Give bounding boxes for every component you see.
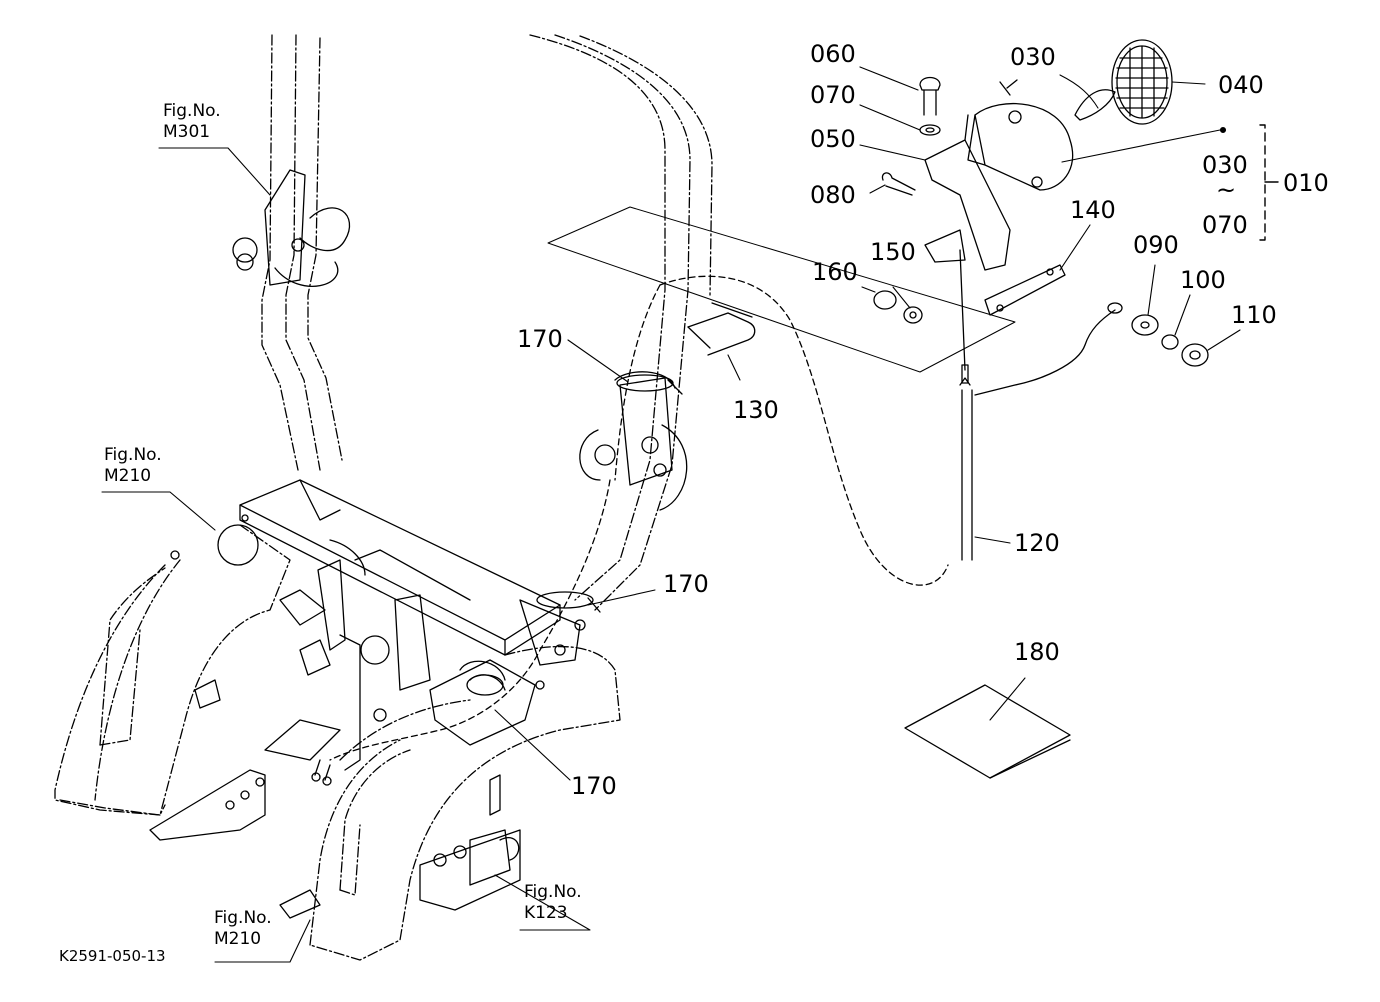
rear-frame: [170, 479, 586, 771]
label-100: 100: [1180, 266, 1226, 294]
manual-180: [904, 684, 1071, 779]
rops-right-post: [529, 34, 713, 611]
label-030: 030: [1010, 43, 1056, 71]
lamp-bracket-050: [924, 114, 1011, 271]
fig-ref-m210-bottom: Fig.No. M210: [214, 908, 272, 951]
leader-lines: [101, 66, 1241, 963]
work-lamp-assembly: [967, 39, 1173, 191]
label-030-range: 030: [1202, 151, 1248, 179]
rops-left-post: [261, 34, 343, 471]
mounting-plane: [547, 206, 1016, 373]
label-130: 130: [733, 396, 779, 424]
label-110: 110: [1231, 301, 1277, 329]
label-060: 060: [810, 40, 856, 68]
label-170-top: 170: [517, 325, 563, 353]
fig-ref-m301: Fig.No. M301: [163, 101, 221, 144]
fig-ref-title: Fig.No.: [104, 445, 162, 465]
drawing-code: K2591-050-13: [59, 947, 166, 965]
hardware-parts: [873, 76, 1209, 396]
left-fender-mount: [149, 679, 341, 841]
fig-ref-title: Fig.No.: [214, 908, 272, 928]
left-post-bracket: [232, 169, 351, 287]
fig-ref-number: M210: [214, 929, 262, 950]
u-bolt-130: [687, 302, 756, 356]
group-bracket-010: [1257, 124, 1279, 241]
right-fender: [309, 646, 621, 961]
label-120: 120: [1014, 529, 1060, 557]
label-range-tilde: ~: [1216, 176, 1237, 204]
right-post-bracket: [579, 371, 688, 511]
label-170-bottom: 170: [571, 772, 617, 800]
fig-ref-k123: Fig.No. K123: [524, 882, 582, 925]
label-040: 040: [1218, 71, 1264, 99]
label-170-mid: 170: [663, 570, 709, 598]
label-090: 090: [1133, 231, 1179, 259]
fig-ref-number: M301: [163, 122, 211, 143]
fig-ref-number: K123: [524, 903, 568, 924]
label-070-range: 070: [1202, 211, 1248, 239]
fig-ref-title: Fig.No.: [524, 882, 582, 902]
label-140: 140: [1070, 196, 1116, 224]
cable-120: [959, 377, 973, 561]
left-fender: [54, 524, 291, 816]
label-010: 010: [1283, 169, 1329, 197]
label-150: 150: [870, 238, 916, 266]
label-070: 070: [810, 81, 856, 109]
label-180: 180: [1014, 638, 1060, 666]
wiring-harness: [311, 275, 949, 786]
fig-ref-title: Fig.No.: [163, 101, 221, 121]
fig-ref-number: M210: [104, 466, 152, 487]
rear-hitch: [279, 774, 521, 919]
label-160: 160: [812, 258, 858, 286]
label-050: 050: [810, 125, 856, 153]
harness-clips: [466, 374, 683, 696]
fig-ref-m210-top: Fig.No. M210: [104, 445, 162, 488]
label-080: 080: [810, 181, 856, 209]
